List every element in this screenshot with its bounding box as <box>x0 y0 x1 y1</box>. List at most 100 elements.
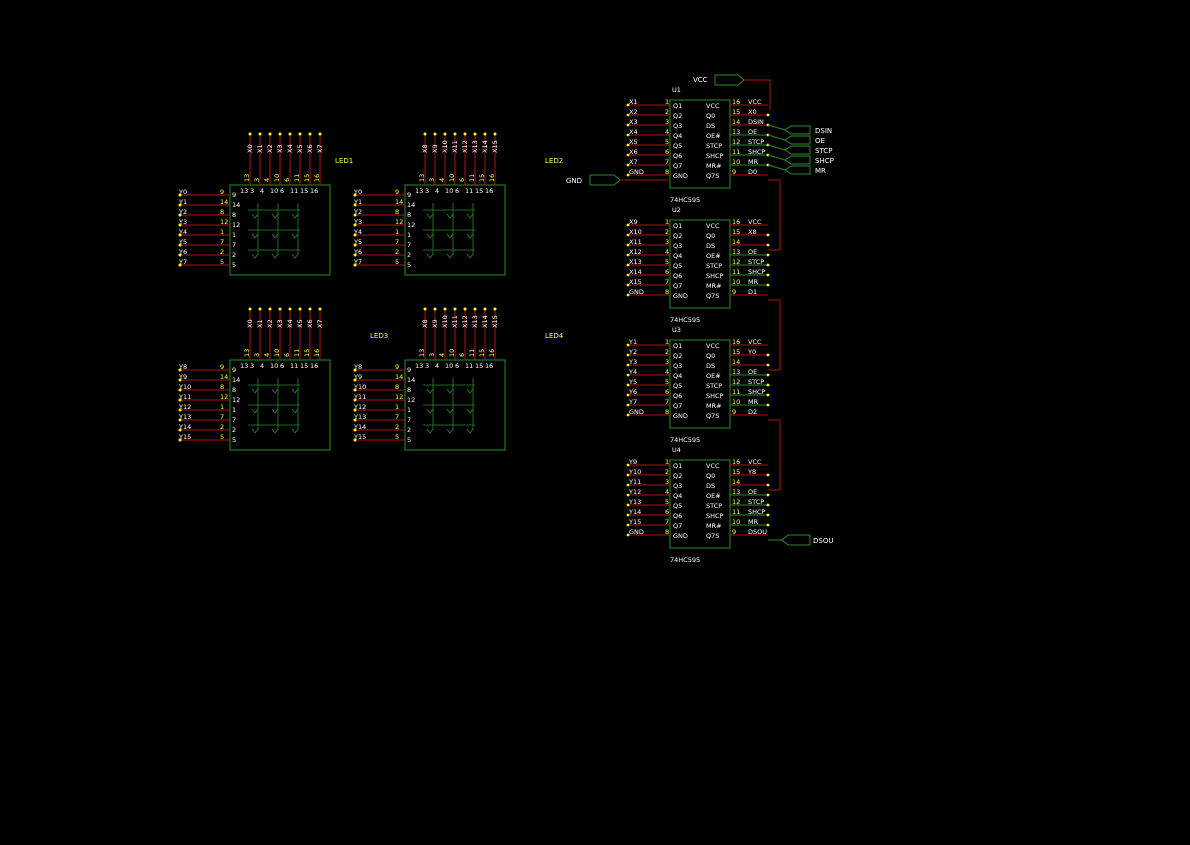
bus-wire <box>767 154 786 161</box>
col-pin-inner: 10 <box>445 362 453 370</box>
led4-label: LED4 <box>545 332 564 340</box>
chip-left-pin-number: 7 <box>665 398 669 406</box>
chip-left-net: X15 <box>629 278 642 286</box>
chip-right-pin-name: OE# <box>706 252 721 260</box>
row-pin-number: 12 <box>220 393 228 401</box>
chip-right-pin-number: 13 <box>732 368 740 376</box>
chip-left-pin-number: 8 <box>665 168 669 176</box>
col-pin-inner: 16 <box>310 187 318 195</box>
chip-left-pin-number: 6 <box>665 268 669 276</box>
row-pin-inner: 12 <box>407 221 415 229</box>
diode-symbol <box>466 213 474 219</box>
col-pin-number: 13 <box>418 349 426 357</box>
chip-left-pin-name: Q7 <box>673 282 682 290</box>
chip-left-pin-name: GND <box>673 292 688 300</box>
junction-dot <box>463 307 467 311</box>
col-pin-inner: 13 <box>240 187 248 195</box>
junction-dot <box>626 243 630 247</box>
junction-dot <box>766 473 770 477</box>
chip-right-pin-number: 9 <box>732 168 736 176</box>
chip-left-pin-number: 6 <box>665 508 669 516</box>
junction-dot <box>626 223 630 227</box>
col-pin-inner: 15 <box>300 362 308 370</box>
chip-right-pin-number: 15 <box>732 108 740 116</box>
chip-left-pin-number: 3 <box>665 358 669 366</box>
row-pin-inner: 8 <box>232 386 236 394</box>
col-pin-number: 15 <box>478 174 486 182</box>
diode-symbol <box>291 213 299 219</box>
col-pin-inner: 13 <box>415 362 423 370</box>
chip-right-pin-number: 13 <box>732 128 740 136</box>
diode-symbol <box>426 213 434 219</box>
junction-dot <box>626 263 630 267</box>
row-net-label: Y15 <box>353 433 366 441</box>
junction-dot <box>766 273 770 277</box>
row-pin-number: 5 <box>220 433 224 441</box>
chip-body <box>669 459 731 549</box>
junction-dot <box>353 223 357 227</box>
chip-right-pin-number: 12 <box>732 258 740 266</box>
chip-right-pin-number: 13 <box>732 488 740 496</box>
junction-dot <box>626 533 630 537</box>
chip-body <box>669 339 731 429</box>
col-net-label: X15 <box>491 140 499 153</box>
chip-right-pin-number: 9 <box>732 408 736 416</box>
junction-dot <box>626 373 630 377</box>
chip-left-pin-number: 2 <box>665 468 669 476</box>
chip-right-pin-number: 10 <box>732 278 740 286</box>
junction-dot <box>626 173 630 177</box>
chip-left-pin-number: 4 <box>665 248 669 256</box>
bus-port-shape <box>784 135 811 145</box>
row-net-label: Y8 <box>178 363 187 371</box>
junction-dot <box>308 132 312 136</box>
chip-left-pin-number: 5 <box>665 498 669 506</box>
chip-left-pin-name: Q3 <box>673 482 682 490</box>
chip-right-pin-number: 14 <box>732 358 740 366</box>
junction-dot <box>473 132 477 136</box>
row-pin-number: 7 <box>395 413 399 421</box>
junction-dot <box>453 132 457 136</box>
junction-dot <box>353 193 357 197</box>
chip-right-pin-number: 16 <box>732 338 740 346</box>
chip-right-net: OE <box>748 248 757 256</box>
chip-left-pin-name: GND <box>673 532 688 540</box>
junction-dot <box>766 353 770 357</box>
junction-dot <box>626 343 630 347</box>
chip-right-net: DSOU <box>748 528 767 536</box>
junction-dot <box>626 163 630 167</box>
junction-dot <box>473 307 477 311</box>
chip-right-pin-name: Q0 <box>706 472 715 480</box>
junction-dot <box>278 307 282 311</box>
junction-dot <box>766 403 770 407</box>
chip-left-pin-number: 8 <box>665 408 669 416</box>
col-pin-number: 16 <box>488 174 496 182</box>
row-pin-inner: 8 <box>407 211 411 219</box>
chip-right-pin-name: VCC <box>706 102 720 110</box>
col-net-label: X5 <box>296 319 304 328</box>
chip-part-label: 74HC595 <box>670 316 700 324</box>
chip-right-pin-name: SHCP <box>706 272 724 280</box>
chip-left-net: X12 <box>629 248 642 256</box>
chip-right-net: OE <box>748 368 757 376</box>
diode-symbol <box>426 428 434 434</box>
row-pin-number: 12 <box>395 218 403 226</box>
col-pin-inner: 11 <box>290 187 298 195</box>
junction-dot <box>463 132 467 136</box>
chip-left-net: Y5 <box>628 378 637 386</box>
chip-right-net: X8 <box>748 228 757 236</box>
col-pin-number: 15 <box>303 174 311 182</box>
col-pin-number: 4 <box>438 353 446 357</box>
chip-left-pin-number: 1 <box>665 338 669 346</box>
chain-wires <box>768 179 781 491</box>
row-pin-inner: 14 <box>407 201 415 209</box>
chip-left-pin-number: 7 <box>665 278 669 286</box>
junction-dot <box>353 368 357 372</box>
junction-dot <box>258 307 262 311</box>
chip-right-net: MR <box>748 278 759 286</box>
row-pin-number: 5 <box>220 258 224 266</box>
chip-designator: U3 <box>672 326 681 334</box>
junction-dot <box>626 363 630 367</box>
